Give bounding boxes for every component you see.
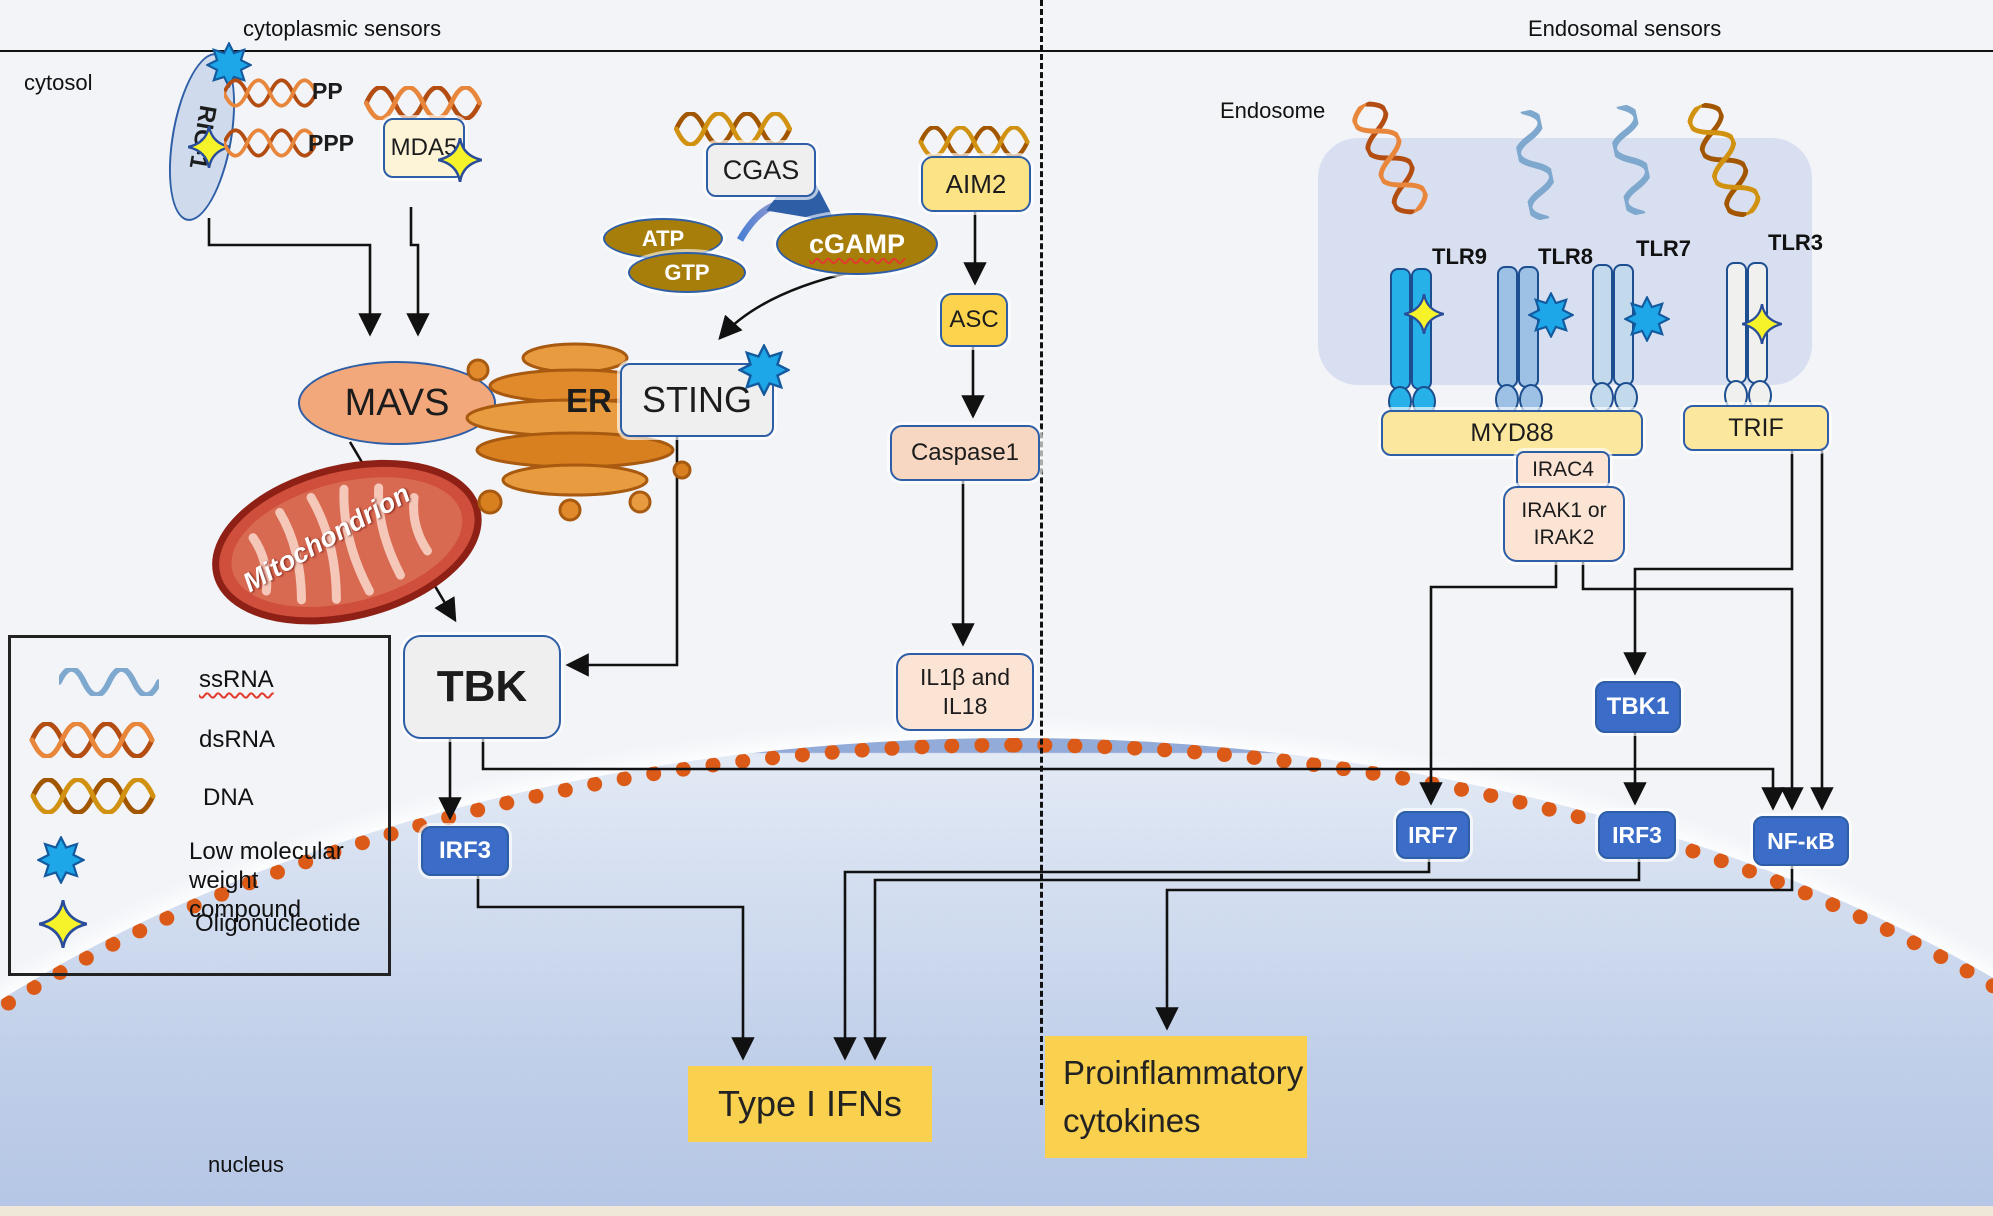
cytosol-label: cytosol (24, 70, 93, 95)
header-cytoplasmic-sensors: cytoplasmic sensors (243, 16, 442, 41)
myd88-label: MYD88 (1470, 418, 1554, 447)
irf7-box: IRF7 (1396, 811, 1470, 859)
cgas-dna-helix (658, 112, 808, 146)
irak-box: IRAK1 or IRAK2 (1503, 486, 1625, 562)
header-endosomal-sensors: Endosomal sensors (1528, 16, 1722, 41)
caspase1-label: Caspase1 (910, 439, 1020, 466)
aim2-box: AIM2 (921, 156, 1031, 212)
legend-oligonucleotide-label: Oligonucleotide (195, 910, 361, 937)
nfkb-box: NF-κB (1753, 816, 1849, 866)
line-trif-to-tbk1 (1623, 448, 1794, 676)
dsrna-icon (23, 722, 161, 758)
tbk-label: TBK (436, 662, 528, 711)
tlr9-star-icon (1404, 294, 1444, 334)
tlr7-label: TLR7 (1636, 236, 1691, 261)
mda5-star-icon (438, 138, 482, 182)
asc-label: ASC (949, 306, 999, 333)
cgas-box: CGAS (706, 143, 816, 197)
tbk-box: TBK (403, 635, 561, 739)
irak-label-line1: IRAK1 or (1521, 498, 1607, 522)
irac4-label: IRAC4 (1532, 458, 1594, 481)
irf3-box-right: IRF3 (1598, 811, 1676, 859)
legend-lmwc-label: Low molecular weight compound (189, 838, 344, 923)
proinflammatory-label-line2: cytokines (1063, 1102, 1201, 1139)
top-boundary-line (0, 50, 1993, 52)
legend-dna-label: DNA (203, 784, 254, 811)
tlr3-star-icon (1742, 304, 1782, 344)
tlr7-foot-right (1614, 382, 1638, 413)
irac4-box: IRAC4 (1516, 451, 1610, 489)
irak-label-line2: IRAK2 (1533, 526, 1595, 549)
nfkb-label: NF-κB (1767, 827, 1835, 854)
er-label: ER (566, 382, 612, 419)
asc-box: ASC (940, 293, 1008, 347)
tlr8-foot-left (1495, 384, 1519, 415)
legend-dsrna-label: dsRNA (199, 726, 276, 753)
tlr8-burst-icon (1528, 292, 1574, 338)
tlr7-burst-icon (1624, 296, 1670, 342)
nucleus-label: nucleus (208, 1152, 284, 1177)
irf3-right-label: IRF3 (1612, 821, 1662, 848)
low-molecular-weight-compound-icon (37, 836, 85, 884)
sting-label: STING (641, 379, 752, 420)
sting-burst-icon (738, 344, 790, 396)
il1b-il18-box: IL1β and IL18 (896, 653, 1034, 731)
legend-box: ssRNA dsRNA DNA Low molecular weight com… (8, 635, 391, 976)
mda5-dsrna-helix (352, 86, 494, 120)
bottom-strip (0, 1206, 1993, 1216)
aim2-label: AIM2 (945, 168, 1007, 199)
mitochondrion-illustration: Mitochondrion (205, 445, 490, 640)
aim2-dna-helix (916, 126, 1032, 158)
pp-label: PP (312, 78, 343, 104)
il1b-label-line1: IL1β and (920, 664, 1010, 691)
trif-box: TRIF (1683, 405, 1829, 451)
arrow-mda5-to-mavs (406, 207, 430, 337)
gtp-label: GTP (664, 259, 710, 285)
irf3-box-left: IRF3 (421, 826, 509, 876)
tlr7-column-left (1592, 264, 1613, 386)
proinflammatory-label-line1: Proinflammatory (1063, 1054, 1304, 1092)
dna-icon (27, 778, 159, 814)
oligonucleotide-icon (39, 900, 87, 948)
tlr9-label: TLR9 (1432, 244, 1487, 269)
tlr8-label: TLR8 (1538, 244, 1593, 269)
dsrna-ppp-helix (224, 128, 316, 158)
ppp-label: PPP (308, 130, 355, 156)
tlr8-column-left (1497, 266, 1518, 388)
tlr7-foot-left (1590, 382, 1614, 413)
gtp-ellipse: GTP (628, 252, 746, 293)
endosome-label: Endosome (1220, 98, 1326, 123)
irf3-left-label: IRF3 (438, 837, 491, 864)
arrow-rig1-to-mavs (207, 218, 382, 337)
mda5-box: MDA5 (383, 118, 465, 178)
irf7-label: IRF7 (1408, 821, 1458, 848)
cgamp-ellipse: cGAMP (776, 213, 938, 275)
cgamp-label: cGAMP (808, 228, 906, 259)
ssrna-icon (59, 668, 159, 696)
type1-ifns-box: Type I IFNs (688, 1066, 932, 1142)
mavs-ellipse: MAVS (298, 361, 496, 445)
cgas-label: CGAS (722, 154, 800, 185)
legend-ssrna-label: ssRNA (199, 666, 274, 693)
arrow-cgamp-to-sting (718, 270, 853, 340)
line-irak-to-irf7 (1419, 559, 1558, 806)
cytoplasmic-endosomal-divider (1040, 0, 1043, 1105)
myd88-box: MYD88 (1381, 410, 1643, 456)
caspase1-box: Caspase1 (890, 425, 1040, 481)
trif-label: TRIF (1728, 413, 1784, 442)
il1b-label-line2: IL18 (942, 693, 988, 719)
proinflammatory-box: Proinflammatory cytokines (1045, 1036, 1307, 1158)
type1-ifns-label: Type I IFNs (717, 1083, 903, 1124)
dsrna-pp-helix: #canvas .h1{stroke:#b34d12}#canvas .h2{s… (224, 78, 316, 108)
tlr3-label: TLR3 (1768, 230, 1823, 255)
tbk1-box: TBK1 (1595, 681, 1681, 733)
mavs-label: MAVS (344, 381, 450, 424)
tbk1-label: TBK1 (1606, 693, 1670, 720)
atp-label: ATP (641, 225, 685, 251)
